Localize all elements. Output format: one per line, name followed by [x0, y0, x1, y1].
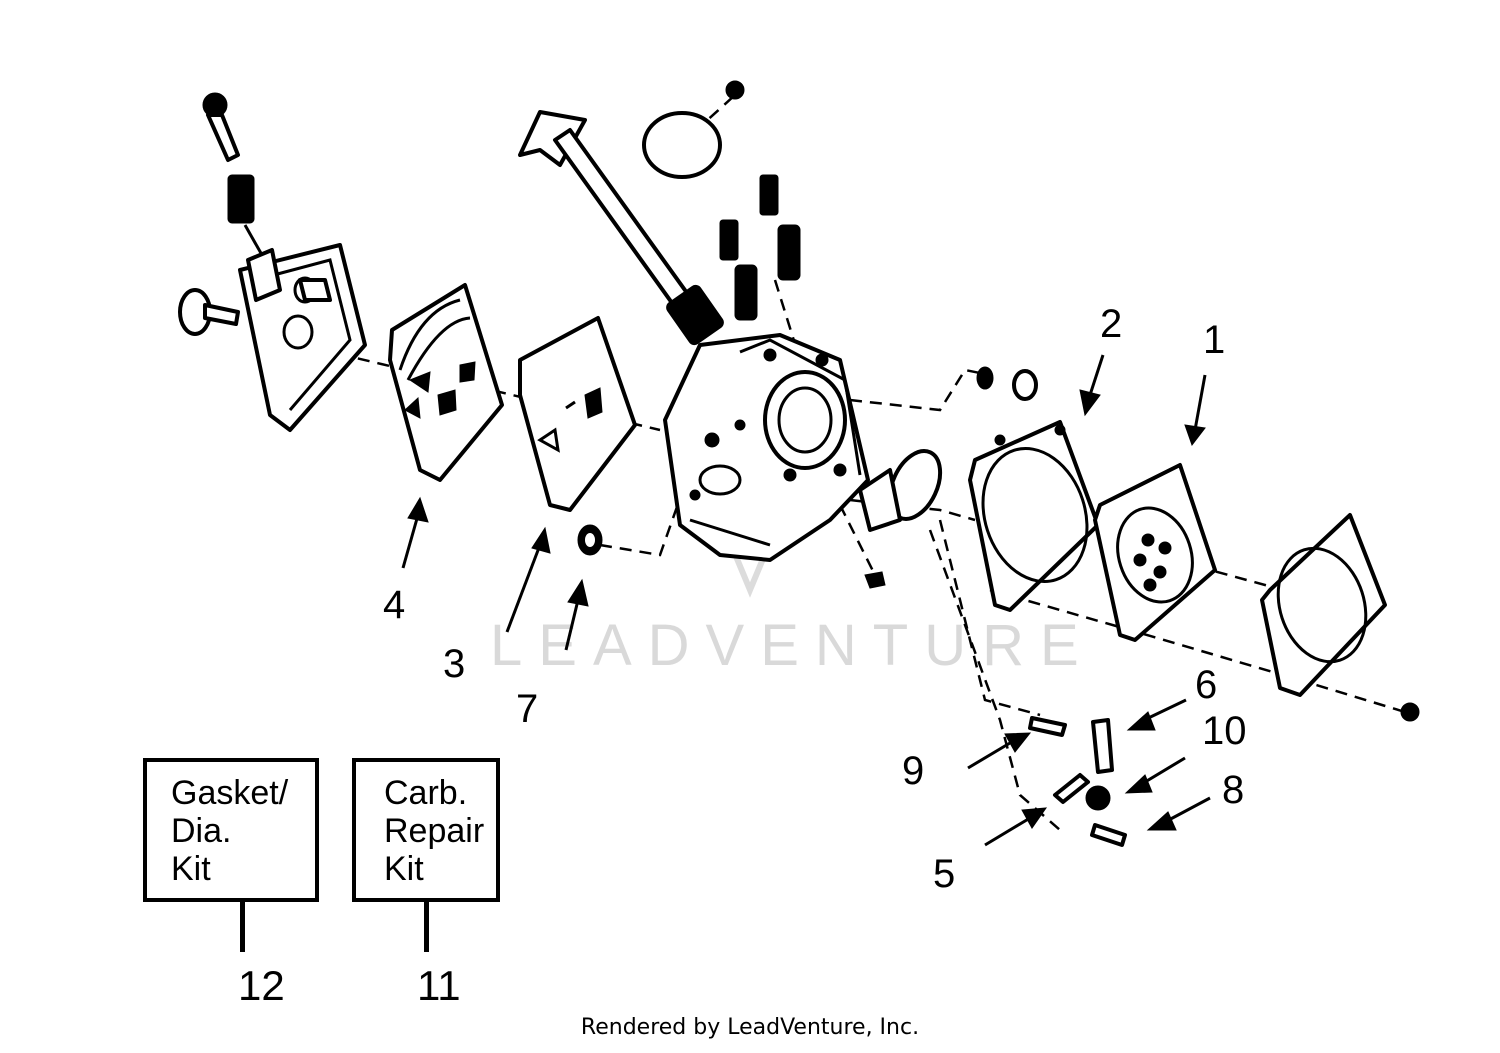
welch-plug	[577, 524, 603, 556]
carburetor-body	[663, 333, 870, 562]
leader-arrow-8	[1146, 796, 1211, 831]
leader-arrow-5	[984, 807, 1048, 847]
callout-3: 3	[443, 642, 465, 686]
repair-kit-line-2: Repair	[384, 812, 485, 850]
repair-kit-line-3: Kit	[384, 850, 424, 888]
inlet-fitting	[976, 366, 1038, 401]
inlet-gasket	[858, 449, 943, 589]
pump-cover	[1260, 513, 1420, 722]
gasket-kit-line-3: Kit	[171, 850, 211, 888]
callout-1: 1	[1203, 318, 1225, 362]
callout-numbers: 1 2 3 4 5 6 7 8 9 10	[383, 302, 1247, 896]
leader-arrow-10	[1124, 756, 1186, 794]
leader-arrow-4	[401, 496, 429, 569]
repair-kit-line-1: Carb.	[384, 774, 468, 812]
idle-screw	[202, 92, 264, 256]
callout-5: 5	[933, 852, 955, 896]
footer-credit: Rendered by LeadVenture, Inc.	[580, 1015, 920, 1040]
pump-diaphragm	[1093, 463, 1217, 642]
callout-2: 2	[1100, 302, 1122, 346]
throttle-shaft-assembly	[518, 80, 745, 346]
inlet-needle-parts	[1028, 716, 1127, 847]
leader-arrow-1	[1184, 374, 1207, 447]
pump-gasket	[518, 316, 637, 512]
leader-arrows	[401, 354, 1211, 847]
repair-kit-stem	[424, 902, 429, 952]
callout-10: 10	[1202, 709, 1247, 753]
leader-arrow-9	[967, 732, 1032, 770]
gasket-kit-stem	[240, 902, 245, 952]
gasket-kit-line-2: Dia.	[171, 812, 232, 850]
leader-arrow-7	[564, 578, 589, 651]
callout-4: 4	[383, 583, 405, 627]
pump-cover-assembly	[238, 243, 367, 432]
repair-kit-number: 11	[417, 962, 461, 1009]
callout-9: 9	[902, 749, 924, 793]
needle-set	[719, 174, 801, 321]
gasket-plate	[968, 420, 1100, 612]
mixture-screw	[178, 288, 240, 336]
leader-arrow-3	[505, 526, 551, 633]
leader-arrow-2	[1079, 354, 1105, 417]
metering-diaphragm	[388, 283, 504, 482]
watermark-text: LEADVENTURE	[490, 613, 1095, 678]
leader-arrow-6	[1126, 698, 1187, 731]
repair-kit-box: Carb. Repair Kit	[352, 758, 500, 902]
gasket-kit-number: 12	[238, 962, 285, 1009]
callout-8: 8	[1222, 768, 1244, 812]
callout-7: 7	[516, 687, 538, 731]
callout-6: 6	[1195, 663, 1217, 707]
gasket-kit-line-1: Gasket/	[171, 774, 289, 812]
gasket-kit-box: Gasket/ Dia. Kit	[143, 758, 319, 902]
